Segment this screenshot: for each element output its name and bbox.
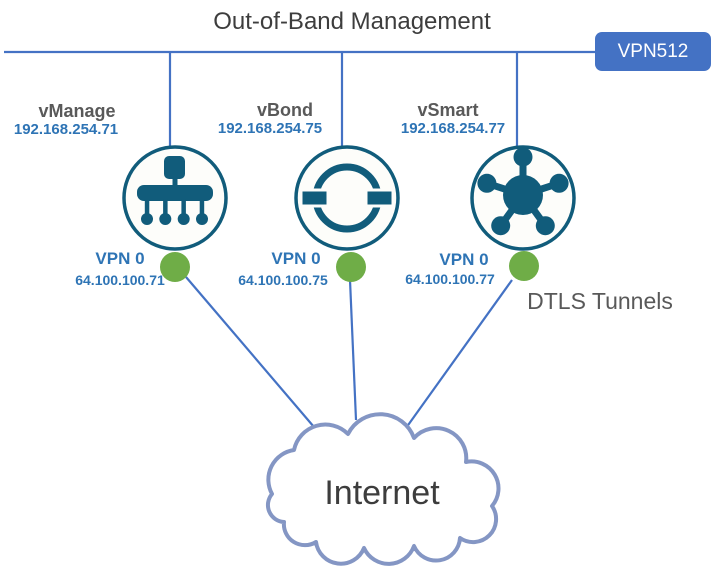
vmanage-vpn0-interface-dot (160, 252, 190, 282)
vsmart-name-label: vSmart (417, 100, 479, 120)
vsmart-vpn0-interface-dot (509, 251, 539, 281)
diagram-title: Out-of-Band Management (213, 8, 491, 35)
vbond-vpn0-label: VPN 0 (271, 249, 321, 268)
vmanage-vpn0-ip-label: 64.100.100.71 (75, 272, 165, 288)
vbond-tunnel-line (348, 279, 358, 421)
dtls-tunnels-label: DTLS Tunnels (527, 288, 673, 314)
vmanage-name-label: vManage (38, 101, 116, 121)
vsmart-mgmt-ip-label: 192.168.254.77 (400, 120, 506, 137)
vmanage-tunnel-line (185, 276, 315, 428)
vpn512-label: VPN512 (617, 40, 689, 62)
vbond-vpn0-interface-dot (336, 252, 366, 282)
vbond-name-label: vBond (257, 100, 313, 120)
vbond-orchestrator-icon (294, 145, 400, 251)
vsmart-vpn0-ip-label: 64.100.100.77 (405, 271, 495, 287)
vsmart-tunnel-line (405, 279, 513, 429)
vbond-mgmt-ip-label: 192.168.254.75 (217, 120, 323, 137)
cloud-shape (266, 412, 501, 566)
vpn512-box: VPN512 (595, 32, 711, 71)
vsmart-vpn0-label: VPN 0 (439, 250, 489, 269)
vsmart-controller-icon (470, 145, 576, 251)
vmanage-vpn0-label: VPN 0 (95, 249, 145, 268)
internet-cloud (266, 412, 501, 566)
vbond-vpn0-ip-label: 64.100.100.75 (238, 272, 328, 288)
internet-label: Internet (324, 474, 440, 512)
vmanage-controller-icon (122, 145, 228, 251)
vmanage-mgmt-ip-label: 192.168.254.71 (13, 121, 119, 138)
